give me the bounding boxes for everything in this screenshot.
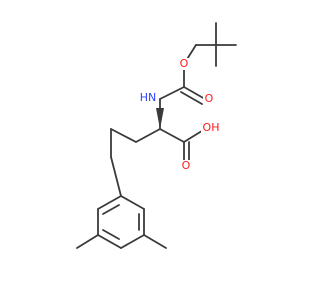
bond-carbonyl-carbon-to-o bbox=[183, 86, 206, 100]
bond-methyl-right bbox=[143, 234, 167, 249]
bond-chain-1 bbox=[135, 128, 161, 143]
bond-alpha-to-acid-carbon bbox=[159, 128, 185, 143]
bond-chain-4 bbox=[110, 156, 122, 197]
ester-oxygen-label: O bbox=[180, 57, 189, 70]
acid-oxygen-label-bg bbox=[180, 160, 192, 172]
ring-inner-bond-2 bbox=[102, 229, 120, 240]
stereo-wedge bbox=[156, 108, 164, 129]
ring-bond-3 bbox=[97, 234, 122, 249]
bond-carbonyl-carbon-to-n bbox=[159, 86, 185, 100]
ring-bond-6 bbox=[120, 195, 145, 210]
ring-inner-bond-1 bbox=[102, 204, 120, 215]
ring-bond-4 bbox=[120, 234, 145, 249]
bond-chain-2 bbox=[110, 128, 137, 143]
bond-methyl-left bbox=[76, 234, 99, 249]
carbonyl-oxygen-label-bg bbox=[203, 93, 215, 105]
amide-nh-label: HN bbox=[140, 91, 157, 104]
acid-oh-label-bg bbox=[201, 121, 221, 135]
acid-oh-label: OH bbox=[203, 121, 220, 134]
boc-carbonyl-oxygen-label: O bbox=[205, 92, 214, 105]
acid-carbonyl-oxygen-label: O bbox=[182, 159, 191, 172]
ring-bond-1 bbox=[97, 195, 122, 210]
bond-carbonyl-double bbox=[180, 91, 203, 105]
oxygen-label-bg bbox=[178, 58, 190, 70]
chemical-structure-diagram: O O HN OH O bbox=[76, 22, 237, 249]
amide-label-bg bbox=[138, 91, 158, 105]
